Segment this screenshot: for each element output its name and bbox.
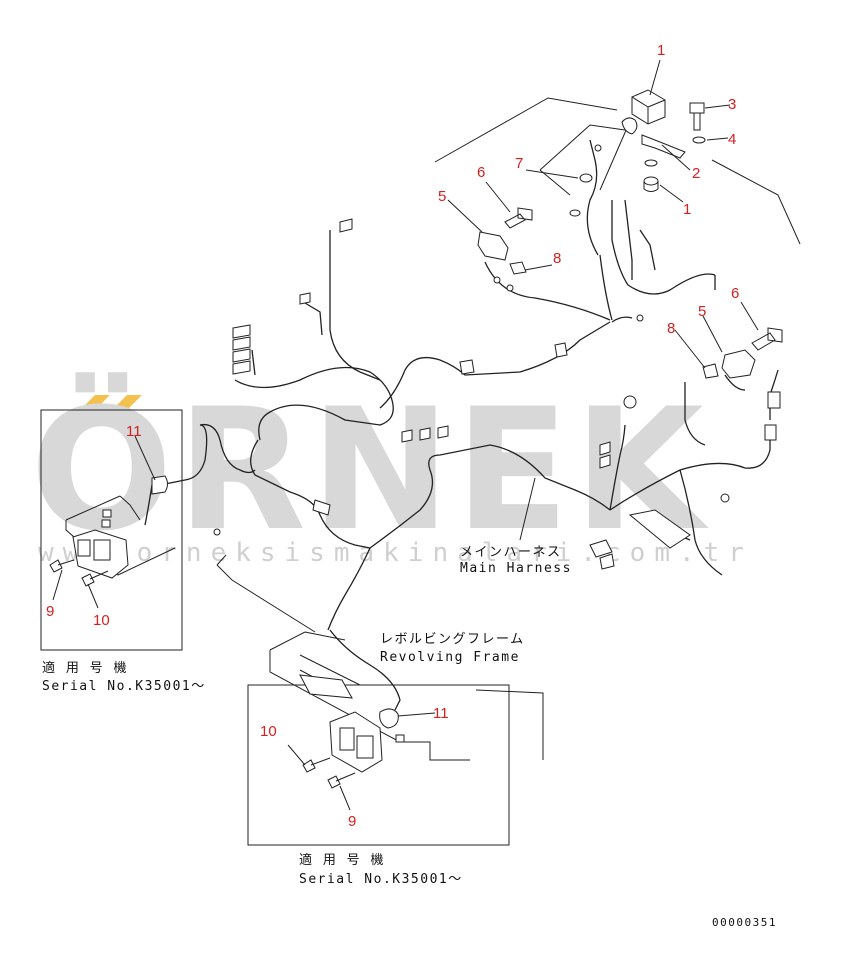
parts	[49, 89, 783, 789]
watermark-brand: ÖRNEK	[30, 372, 710, 568]
labels: メインハーネス Main Harness レボルビングフレーム Revolvin…	[42, 545, 777, 929]
reference-lines	[434, 97, 801, 760]
drawing-number: 00000351	[712, 916, 777, 929]
watermark-accent-left	[80, 395, 110, 410]
callout-5-left: 5	[438, 188, 446, 205]
callout-3: 3	[728, 96, 736, 113]
bolt-part	[689, 102, 705, 131]
revolving-frame-label-jp: レボルビングフレーム	[380, 632, 525, 647]
callout-6-right: 6	[731, 285, 739, 302]
bracket-part-left	[477, 231, 509, 261]
callout-leaders	[52, 59, 759, 811]
screw-part-9-bottom	[327, 772, 356, 789]
callout-9-bottom: 9	[348, 813, 356, 830]
callout-1-grommet: 1	[683, 201, 691, 218]
callout-8-left: 8	[553, 250, 561, 267]
callout-10-bottom: 10	[260, 723, 277, 740]
callout-7: 7	[515, 155, 523, 172]
callout-11-bottom: 11	[433, 705, 449, 722]
bolt-part-right	[751, 327, 783, 351]
callout-2: 2	[692, 165, 700, 182]
clip-part-8a	[509, 261, 527, 275]
grommet-part	[643, 176, 659, 186]
washer-part	[692, 136, 706, 144]
callout-4: 4	[728, 131, 736, 148]
bolt-part-left	[504, 207, 533, 229]
main-harness-cables	[144, 139, 779, 711]
main-harness-label-jp: メインハーネス	[460, 545, 562, 560]
callouts: 1 1 2 3 4 5 5 6 6 7 8 8 9 9 10 10 11 11	[46, 42, 739, 830]
serial-left-label-en: Serial No.K35001～	[42, 679, 206, 694]
screw-part-10-left	[81, 570, 109, 587]
callout-11-left: 11	[126, 423, 142, 440]
callout-1-top: 1	[657, 42, 665, 59]
callout-8-right: 8	[667, 320, 675, 337]
callout-6-left: 6	[477, 164, 485, 181]
connector-block-bottom	[329, 711, 383, 773]
serial-left-label-jp: 適 用 号 機	[42, 660, 128, 676]
serial-bottom-label-en: Serial No.K35001～	[299, 872, 463, 887]
detail-box-left	[40, 409, 183, 651]
callout-10-left: 10	[93, 612, 110, 629]
watermark: ÖRNEK www.orneksismakinalari.com.tr	[30, 372, 753, 568]
watermark-accent-right	[112, 395, 142, 410]
watermark-url: www.orneksismakinalari.com.tr	[38, 538, 753, 568]
main-harness-label-en: Main Harness	[460, 561, 572, 576]
clip-part-7	[579, 173, 593, 183]
callout-9-left: 9	[46, 603, 54, 620]
bracket-part-right	[721, 349, 756, 379]
revolving-frame-label-en: Revolving Frame	[380, 650, 520, 665]
callout-5-right: 5	[698, 303, 706, 320]
screw-part-9-left	[49, 559, 75, 573]
detail-box-bottom	[247, 684, 510, 846]
serial-bottom-label-jp: 適 用 号 機	[299, 852, 385, 868]
screw-part-10-bottom	[302, 757, 331, 773]
clip-part-8b	[702, 363, 719, 379]
